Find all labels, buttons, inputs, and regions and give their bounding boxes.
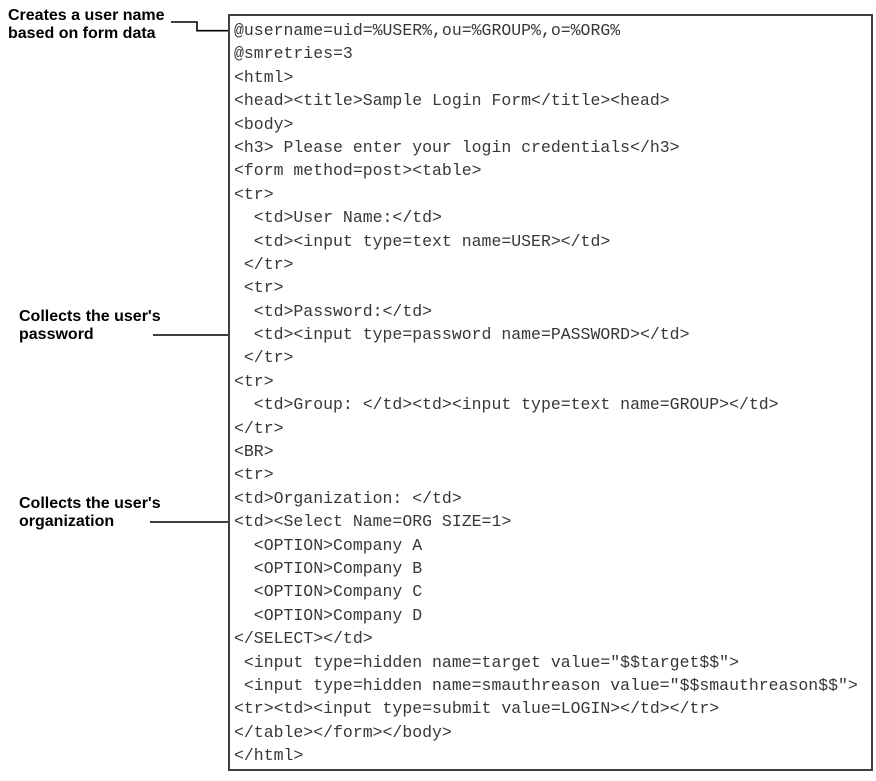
annotation-organization-line2: organization xyxy=(19,513,115,530)
code-line: <td>User Name:</td> xyxy=(234,208,442,228)
pointer-line-username xyxy=(171,21,231,32)
annotation-password-line2: password xyxy=(19,326,94,343)
annotation-username: Creates a user name based on form data xyxy=(8,7,165,43)
code-line: <BR> xyxy=(234,442,274,462)
code-line: <td>Password:</td> xyxy=(234,301,433,321)
annotation-organization: Collects the user's organization xyxy=(19,495,161,531)
annotation-username-line1: Creates a user name xyxy=(8,7,165,24)
code-line: <html> xyxy=(234,67,294,87)
code-line: <tr><td><input type=submit value=LOGIN><… xyxy=(234,699,720,719)
code-line: </table></form></body> xyxy=(234,722,452,742)
annotation-organization-line1: Collects the user's xyxy=(19,495,161,512)
code-line: <td>Organization: </td> xyxy=(234,488,462,508)
code-line: @username=uid=%USER%,ou=%GROUP%,o=%ORG% xyxy=(234,21,621,40)
annotation-password-line1: Collects the user's xyxy=(19,308,161,325)
code-line: <tr> xyxy=(234,465,274,485)
code-line: <OPTION>Company C xyxy=(234,582,423,602)
code-line: <td><input type=password name=PASSWORD><… xyxy=(234,325,690,345)
code-line: <OPTION>Company A xyxy=(234,535,423,555)
code-line: <td><Select Name=ORG SIZE=1> xyxy=(234,512,512,532)
code-line: <td>Group: </td><td><input type=text nam… xyxy=(234,395,779,415)
code-line: <tr> xyxy=(234,278,284,298)
code-line: @smretries=3 xyxy=(234,44,353,64)
code-line: <td><input type=text name=USER></td> xyxy=(234,231,611,251)
code-line: <tr> xyxy=(234,371,274,391)
code-line: <head><title>Sample Login Form</title><h… xyxy=(234,91,670,111)
code-line: <tr> xyxy=(234,184,274,204)
code-line: <body> xyxy=(234,114,294,134)
code-line: <input type=hidden name=target value="$$… xyxy=(234,652,739,672)
code-line: <OPTION>Company B xyxy=(234,558,423,578)
code-line: <form method=post><table> xyxy=(234,161,482,181)
code-box: @username=uid=%USER%,ou=%GROUP%,o=%ORG% @… xyxy=(228,14,873,771)
code-line: </tr> xyxy=(234,348,294,368)
code-line: </tr> xyxy=(234,254,294,274)
code-lines: @username=uid=%USER%,ou=%GROUP%,o=%ORG% @… xyxy=(234,19,871,768)
code-line: </html> xyxy=(234,746,304,766)
code-line: </SELECT></td> xyxy=(234,629,373,649)
annotation-password: Collects the user's password xyxy=(19,308,161,344)
code-line: <OPTION>Company D xyxy=(234,605,423,625)
code-line: <input type=hidden name=smauthreason val… xyxy=(234,675,858,695)
code-line: <h3> Please enter your login credentials… xyxy=(234,137,680,157)
annotation-username-line2: based on form data xyxy=(8,25,156,42)
code-line: </tr> xyxy=(234,418,284,438)
